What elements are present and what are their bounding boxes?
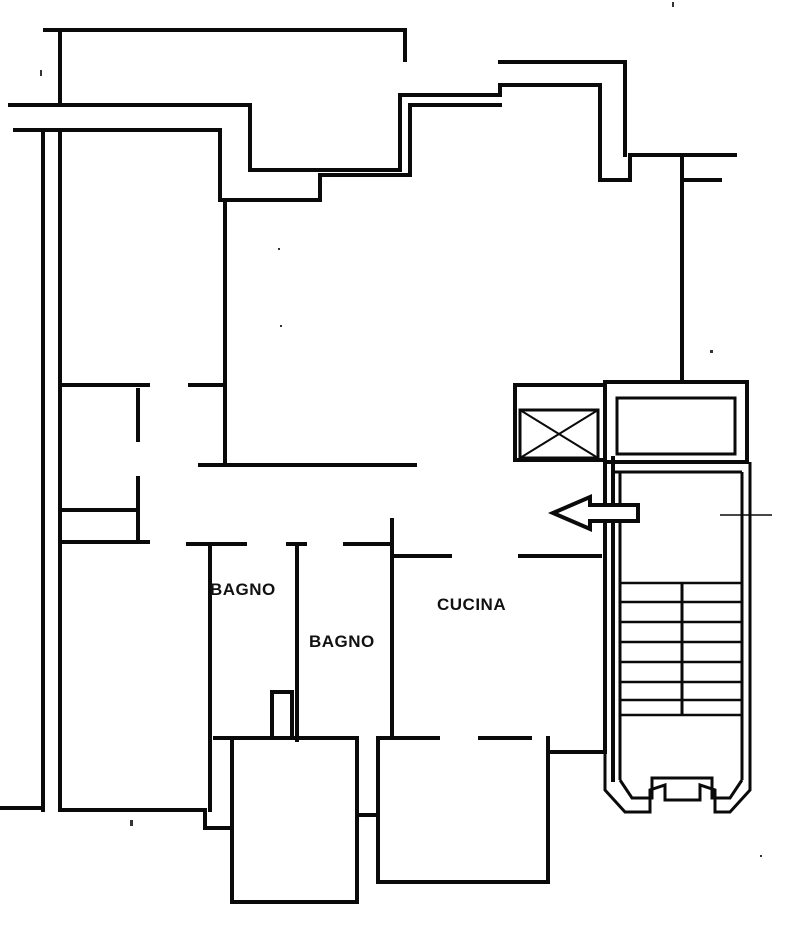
wall-top-left xyxy=(43,28,407,62)
stairwell-outline xyxy=(603,462,752,814)
room-label-bagno-1: BAGNO xyxy=(210,580,276,599)
wall-top-right-ext xyxy=(498,60,627,157)
room-label-bagno-2: BAGNO xyxy=(309,632,375,651)
wall-balcony-left xyxy=(230,736,359,904)
wall-shaft xyxy=(270,690,294,737)
wall-upper-left xyxy=(8,83,737,182)
room-label-cucina: CUCINA xyxy=(437,595,506,614)
stairwell xyxy=(603,462,772,814)
wall-balcony-right xyxy=(376,736,550,884)
elevator-shaft-icon xyxy=(603,380,749,464)
wall-bottom-left xyxy=(58,808,234,830)
wall-upper-inner xyxy=(13,103,502,202)
scan-specks xyxy=(40,2,762,857)
storage-cross-icon xyxy=(513,383,607,462)
stair-flight-icon xyxy=(620,581,742,717)
entrance-arrow-icon xyxy=(547,493,640,533)
